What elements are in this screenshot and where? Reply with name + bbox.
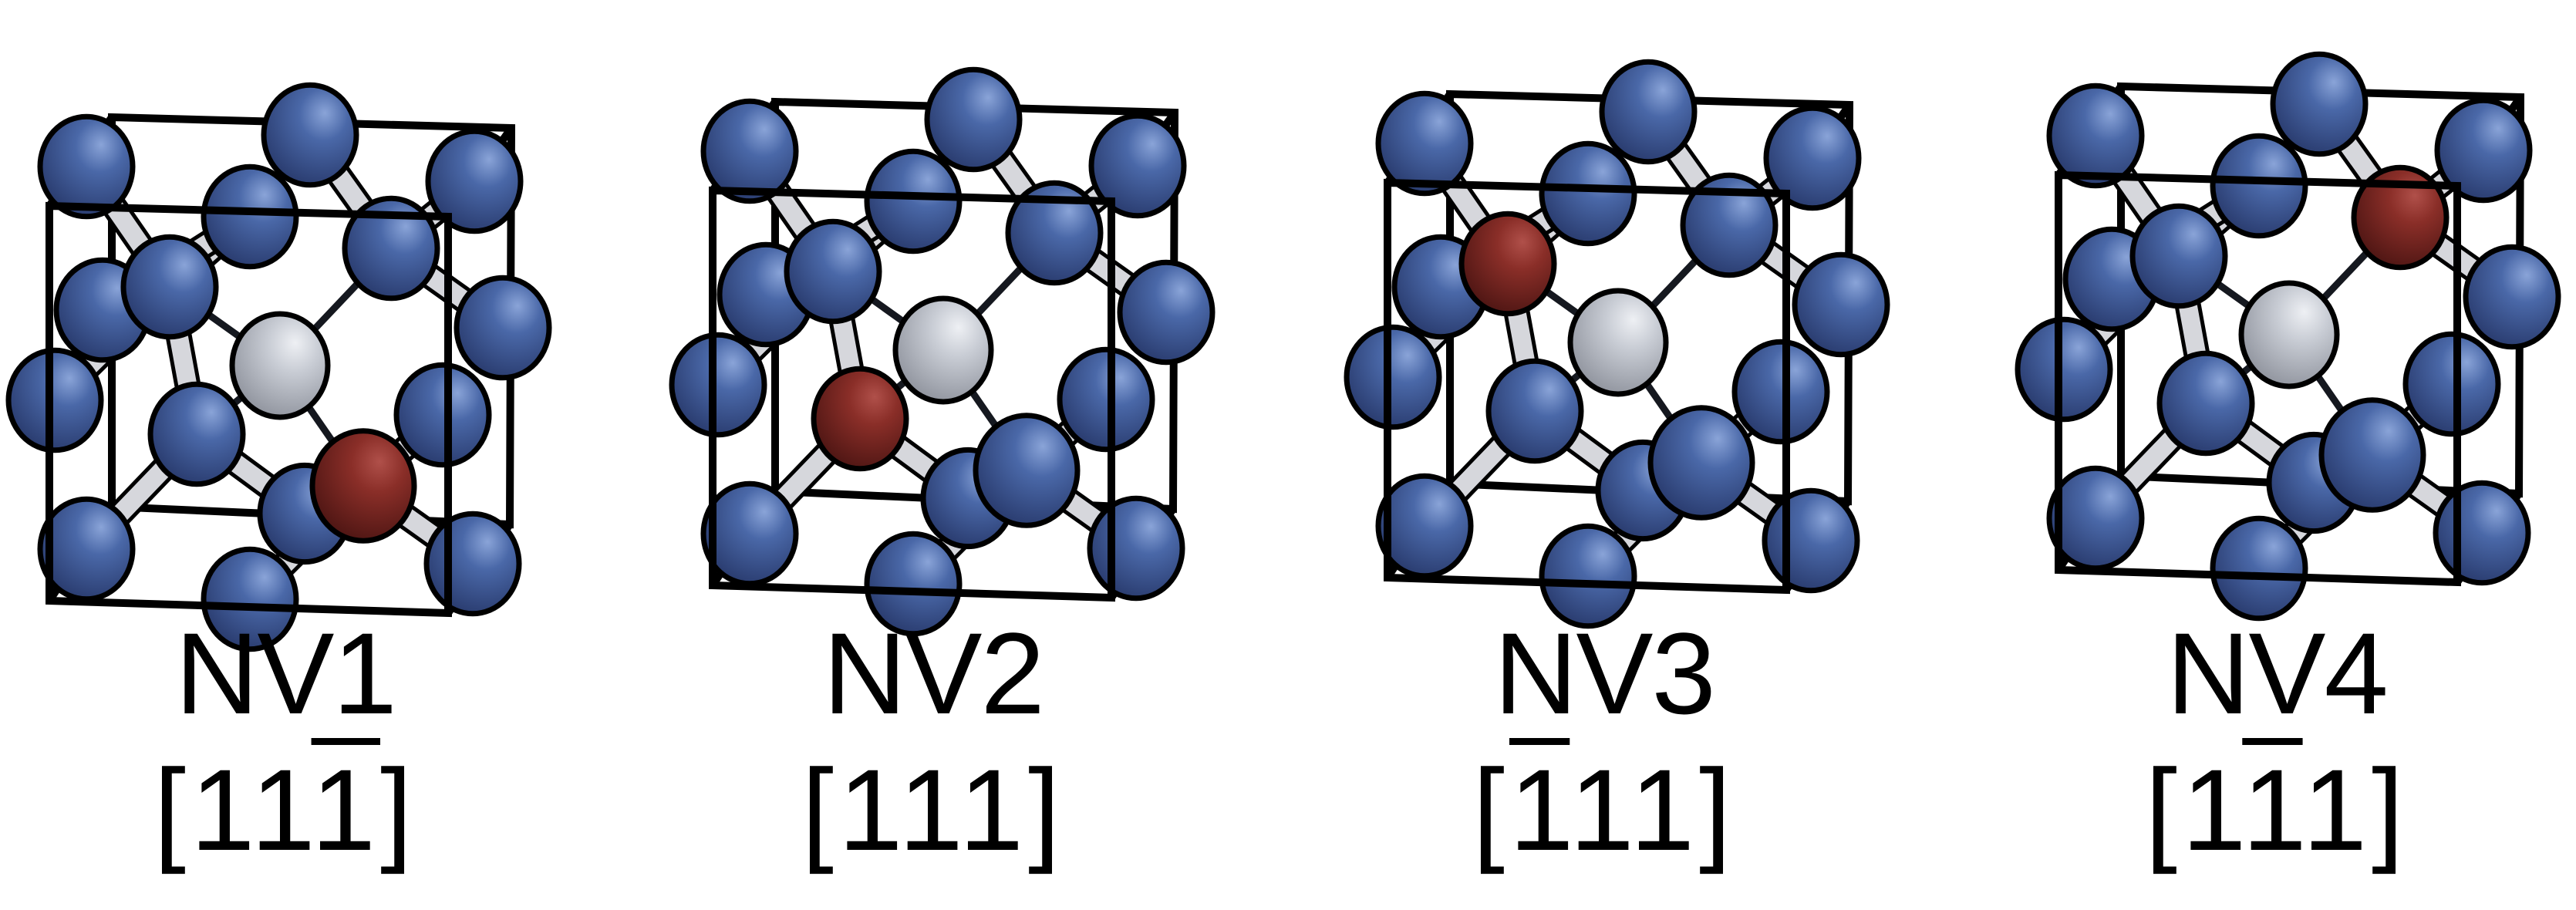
direction-index: 1 xyxy=(190,745,251,875)
carbon-atom xyxy=(1647,405,1755,521)
carbon-atom xyxy=(669,332,767,438)
carbon-atom xyxy=(1344,324,1442,430)
structure-nv2 xyxy=(669,66,1216,637)
carbon-atom xyxy=(261,82,359,188)
carbon-atom xyxy=(1088,113,1187,219)
crystal-direction-label: [111] xyxy=(702,748,1165,871)
carbon-atom xyxy=(393,362,492,468)
carbon-atom xyxy=(147,381,246,487)
carbon-atom xyxy=(37,496,136,602)
carbon-atom xyxy=(2434,97,2533,204)
carbon-atom xyxy=(201,163,299,270)
vacancy-atom xyxy=(2238,280,2340,389)
crystal-direction-label: [111] xyxy=(1373,748,1836,871)
bracket-open: [ xyxy=(801,745,838,875)
carbon-atom xyxy=(2015,316,2113,423)
carbon-atom xyxy=(2210,515,2308,622)
crystal-direction-label: [111] xyxy=(54,748,517,871)
direction-index-negative: 1 xyxy=(311,745,381,875)
nitrogen-atom xyxy=(309,428,417,544)
carbon-atom xyxy=(2046,83,2145,189)
structure-nv1 xyxy=(5,82,552,652)
carbon-atom xyxy=(784,218,882,325)
direction-index: 1 xyxy=(251,745,312,875)
unit-cell-front xyxy=(2055,170,2461,587)
carbon-atom xyxy=(5,347,104,453)
carbon-atom xyxy=(37,113,136,220)
carbon-atom xyxy=(120,234,219,340)
direction-index: 1 xyxy=(899,745,959,875)
direction-index: 1 xyxy=(1570,745,1630,875)
carbon-atom xyxy=(973,413,1081,528)
bracket-close: ] xyxy=(1699,745,1736,875)
carbon-atom xyxy=(1375,473,1474,579)
panel-title: NV1 xyxy=(175,608,397,738)
carbon-atom xyxy=(2463,244,2561,350)
carbon-atom xyxy=(2156,350,2255,457)
carbon-atom xyxy=(2129,203,2228,309)
carbon-atom xyxy=(2210,133,2308,239)
carbon-atom xyxy=(453,275,552,381)
vacancy-atom xyxy=(1567,288,1669,397)
bracket-open: [ xyxy=(2145,745,2182,875)
carbon-atom xyxy=(1539,523,1637,629)
carbon-atom xyxy=(1762,487,1860,594)
carbon-atom xyxy=(2402,331,2501,437)
carbon-atom xyxy=(2270,51,2369,157)
carbon-atom xyxy=(1680,172,1779,278)
carbon-atom xyxy=(1375,90,1474,197)
unit-cell-front xyxy=(709,186,1115,602)
carbon-atom xyxy=(1792,251,1890,358)
carbon-atom xyxy=(700,98,799,204)
carbon-atom xyxy=(1057,346,1155,453)
direction-index-negative: 1 xyxy=(2242,745,2303,875)
bracket-close: ] xyxy=(380,745,417,875)
unit-cell-front xyxy=(1384,178,1790,595)
direction-index: 1 xyxy=(2302,745,2372,875)
carbon-atom xyxy=(1539,140,1637,247)
crystal-direction-label: [111] xyxy=(2045,748,2508,871)
carbon-atom xyxy=(924,66,1023,173)
carbon-atom xyxy=(1599,59,1698,165)
nitrogen-atom xyxy=(811,366,909,472)
carbon-atom xyxy=(1485,358,1584,464)
vacancy-atom xyxy=(229,311,331,420)
carbon-atom xyxy=(2046,465,2145,571)
carbon-atom xyxy=(864,531,963,637)
panel-title: NV2 xyxy=(823,608,1045,738)
vacancy-atom xyxy=(892,295,994,405)
carbon-atom xyxy=(1117,259,1216,366)
panel-title: NV3 xyxy=(1494,608,1716,738)
carbon-atom xyxy=(1763,105,1862,211)
carbon-atom xyxy=(1087,495,1185,602)
direction-index: 1 xyxy=(838,745,899,875)
carbon-atom xyxy=(1731,339,1830,445)
bracket-close: ] xyxy=(1028,745,1065,875)
panel-title: NV4 xyxy=(2166,608,2389,738)
direction-index: 1 xyxy=(959,745,1029,875)
carbon-atom xyxy=(700,480,799,587)
carbon-atom xyxy=(2433,480,2531,586)
carbon-atom xyxy=(864,148,963,254)
unit-cell-front xyxy=(46,201,452,618)
carbon-atom xyxy=(423,511,522,617)
direction-index: 1 xyxy=(1630,745,1700,875)
bracket-close: ] xyxy=(2372,745,2409,875)
structure-nv3 xyxy=(1344,59,1890,629)
nitrogen-atom xyxy=(2351,164,2450,271)
carbon-atom xyxy=(2318,397,2426,513)
carbon-atom xyxy=(1005,180,1104,286)
nitrogen-atom xyxy=(1458,211,1557,317)
carbon-atom xyxy=(201,546,299,652)
direction-index: 1 xyxy=(2181,745,2243,875)
direction-index-negative: 1 xyxy=(1509,745,1570,875)
carbon-atom xyxy=(342,195,440,302)
carbon-atom xyxy=(425,128,524,234)
bracket-open: [ xyxy=(1472,745,1509,875)
bracket-open: [ xyxy=(153,745,191,875)
structure-nv4 xyxy=(2015,51,2561,622)
